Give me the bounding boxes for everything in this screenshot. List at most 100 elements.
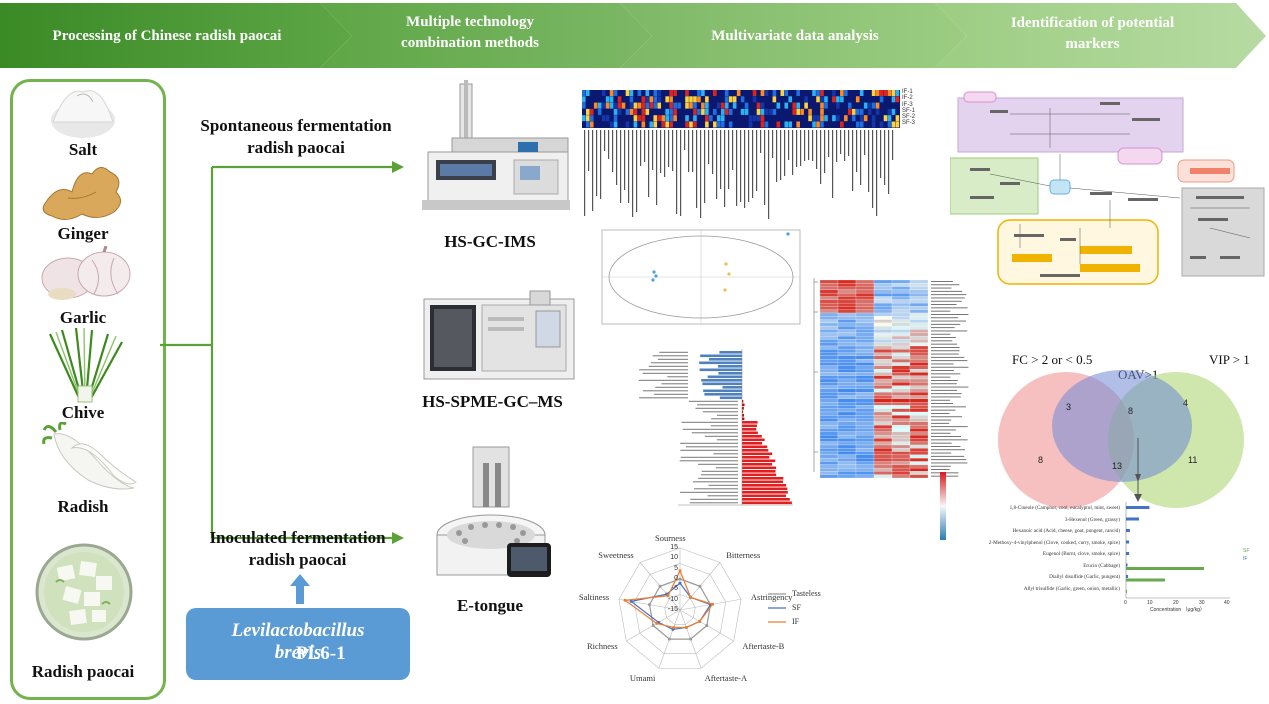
venn-count: 11 — [1188, 455, 1198, 465]
vip-bar-label — [716, 439, 738, 441]
fingerprint-compound-label — [884, 130, 886, 185]
fingerprint-cell — [633, 108, 638, 115]
vip-bar — [742, 484, 787, 487]
banner-step-3-arrow — [620, 3, 967, 68]
fingerprint-cell — [653, 102, 658, 109]
heatmap-cell — [909, 283, 929, 287]
heatmap-cell — [891, 372, 911, 376]
heatmap-cell — [837, 355, 857, 360]
heatmap-cell — [891, 332, 911, 337]
fingerprint-cell — [585, 108, 590, 115]
heatmap-cell — [837, 365, 857, 370]
vip-bar — [742, 442, 763, 445]
heatmap-cell — [855, 415, 875, 419]
vip-bar — [742, 417, 745, 421]
heatmap-cell — [891, 319, 911, 323]
fingerprint-cell — [601, 90, 606, 96]
fingerprint-cell — [875, 102, 880, 109]
radar-point — [678, 569, 682, 573]
marker-xtick: 40 — [1224, 600, 1230, 606]
vip-bar — [742, 491, 788, 494]
heatmap-cell — [819, 382, 839, 386]
vip-bar-label — [685, 446, 738, 448]
heatmap-cell — [819, 322, 839, 327]
marker-xtick: 30 — [1199, 600, 1205, 606]
fingerprint-cell — [645, 108, 650, 115]
fingerprint-compound-label — [848, 130, 850, 156]
heatmap-cell — [855, 286, 875, 291]
marker-xlabel: Concentration （μg/kg） — [1150, 607, 1205, 613]
heatmap-cell — [819, 395, 839, 399]
heatmap-row-label — [931, 469, 950, 470]
heatmap-cell — [819, 388, 839, 393]
salt-icon — [51, 90, 115, 138]
heatmap-cell — [873, 339, 893, 343]
heatmap-cell — [855, 395, 875, 399]
pca-score-plot — [601, 229, 801, 325]
fingerprint-cell — [689, 121, 693, 128]
marker-bar-sf — [1126, 567, 1204, 570]
heatmap-cell — [837, 362, 857, 366]
heatmap-cell — [873, 329, 893, 333]
fingerprint-compound-label — [676, 130, 678, 214]
fingerprint-cell — [792, 108, 797, 115]
vip-bar-label — [667, 376, 688, 378]
fingerprint-cell — [589, 115, 594, 122]
vip-bar-label — [654, 393, 688, 395]
fingerprint-cell — [685, 96, 689, 103]
fingerprint-cell — [891, 108, 896, 115]
fingerprint-cell — [625, 121, 630, 128]
fingerprint-cell — [863, 115, 868, 122]
heatmap-row-label — [931, 347, 960, 348]
radar-tick-label: 5 — [674, 564, 678, 572]
heatmap-cell — [891, 303, 911, 307]
heatmap-cell — [891, 385, 911, 389]
radar-axis-label: Aftertaste-A — [704, 672, 748, 683]
heatmap-cell — [891, 405, 911, 409]
vip-bar — [702, 382, 742, 386]
heatmap-cell — [855, 444, 875, 449]
fingerprint-row-label: SF-2 — [902, 114, 916, 121]
vip-bar-label — [690, 498, 738, 500]
fingerprint-cell — [582, 102, 586, 109]
heatmap-cell — [873, 464, 893, 469]
radar-point — [678, 581, 682, 585]
fingerprint-cell — [713, 90, 717, 96]
heatmap-cell — [891, 444, 911, 449]
heatmap-cell — [873, 306, 893, 310]
heatmap-cell — [855, 345, 875, 350]
fingerprint-cell — [756, 115, 761, 122]
fingerprint-cell — [820, 96, 824, 103]
fingerprint-cell — [665, 121, 669, 128]
heatmap-cell — [837, 319, 857, 323]
fingerprint-cell — [796, 90, 800, 96]
fingerprint-cell — [716, 115, 721, 122]
fingerprint-compound-label — [856, 130, 858, 172]
heatmap-cell — [873, 388, 893, 393]
heatmap-cell — [855, 362, 875, 366]
heatmap-cell — [855, 458, 875, 462]
fingerprint-compound-label — [852, 130, 854, 191]
vip-bar-label — [689, 502, 738, 504]
heatmap-cell — [873, 474, 893, 479]
fingerprint-cell — [609, 96, 614, 103]
heatmap-cell — [837, 382, 857, 386]
vip-bar — [742, 480, 784, 484]
fingerprint-cell — [844, 115, 848, 122]
fingerprint-cell — [697, 108, 701, 115]
heatmap-cell — [873, 365, 893, 370]
fingerprint-cell — [859, 121, 864, 128]
fingerprint-cell — [637, 102, 642, 109]
heatmap-cell — [837, 418, 857, 423]
fingerprint-cell — [840, 96, 844, 103]
radar-series-if — [623, 569, 714, 629]
radar-point — [647, 603, 651, 607]
fingerprint-cell — [617, 102, 622, 109]
heatmap-cell — [891, 322, 911, 327]
heatmap-row-label — [931, 449, 966, 451]
vip-bar-label — [702, 411, 738, 413]
marker-compound-label: Erucin (Cabbage) — [1083, 562, 1120, 569]
heatmap-cell — [909, 326, 929, 330]
heatmap-cell — [855, 388, 875, 393]
radar-point — [629, 599, 633, 603]
